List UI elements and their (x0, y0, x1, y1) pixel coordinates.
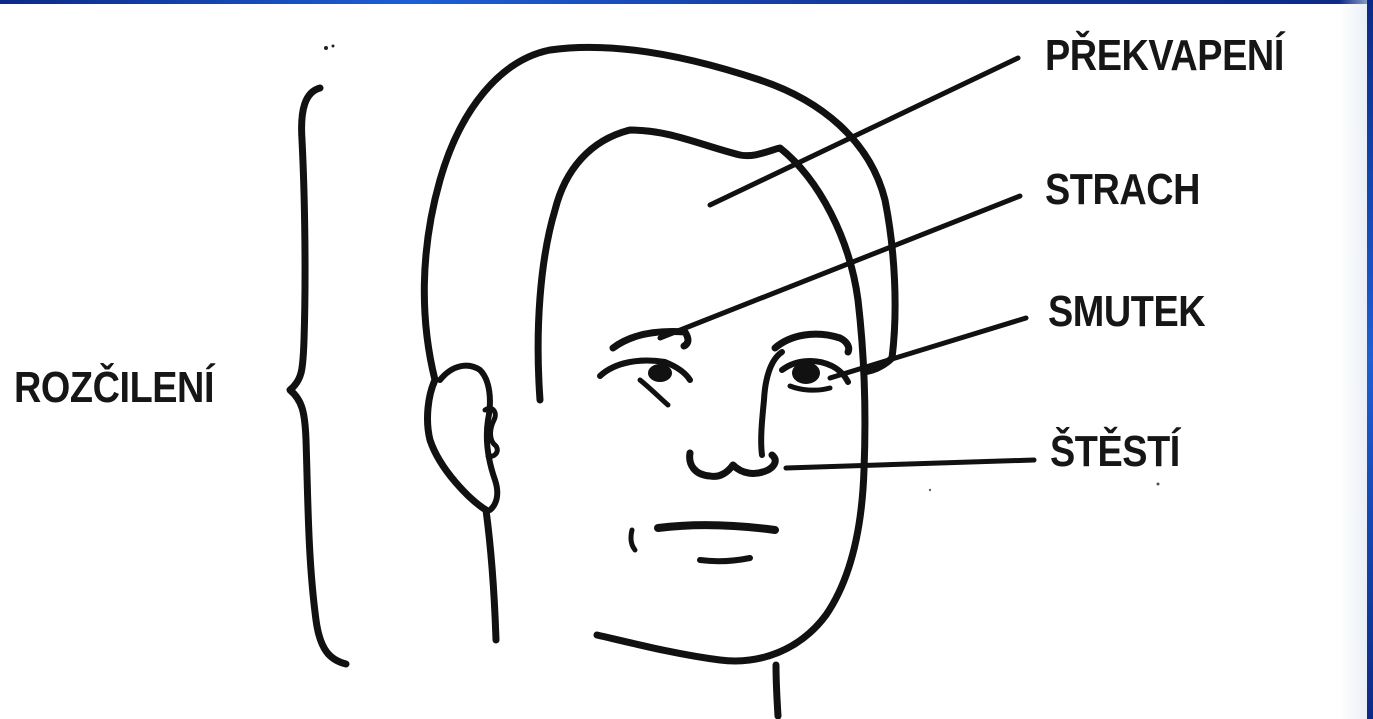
left-eye-lower (640, 380, 668, 405)
mouth-corner-left (631, 530, 635, 550)
right-pupil (792, 362, 820, 384)
scan-speck (332, 45, 335, 48)
scan-speck (324, 46, 328, 50)
pointer-stesti (786, 460, 1034, 468)
pointer-strach (660, 196, 1020, 338)
scan-speck (929, 489, 931, 491)
label-strach: STRACH (1045, 168, 1200, 212)
label-prekvapeni: PŘEKVAPENÍ (1045, 34, 1284, 78)
neck-line (776, 665, 778, 716)
mouth (658, 525, 775, 530)
label-smutek: SMUTEK (1048, 290, 1205, 334)
left-pupil (648, 364, 672, 382)
curly-brace (290, 88, 346, 664)
right-eyebrow (775, 334, 849, 352)
label-rozcileni: ROZČILENÍ (14, 366, 214, 410)
scan-speck (1157, 483, 1160, 486)
right-eye-lower (790, 386, 830, 390)
left-eye (600, 361, 690, 380)
label-stesti: ŠTĚSTÍ (1050, 430, 1180, 474)
nose-bridge (761, 352, 782, 455)
lower-lip (700, 558, 750, 561)
face-outline (538, 130, 865, 661)
